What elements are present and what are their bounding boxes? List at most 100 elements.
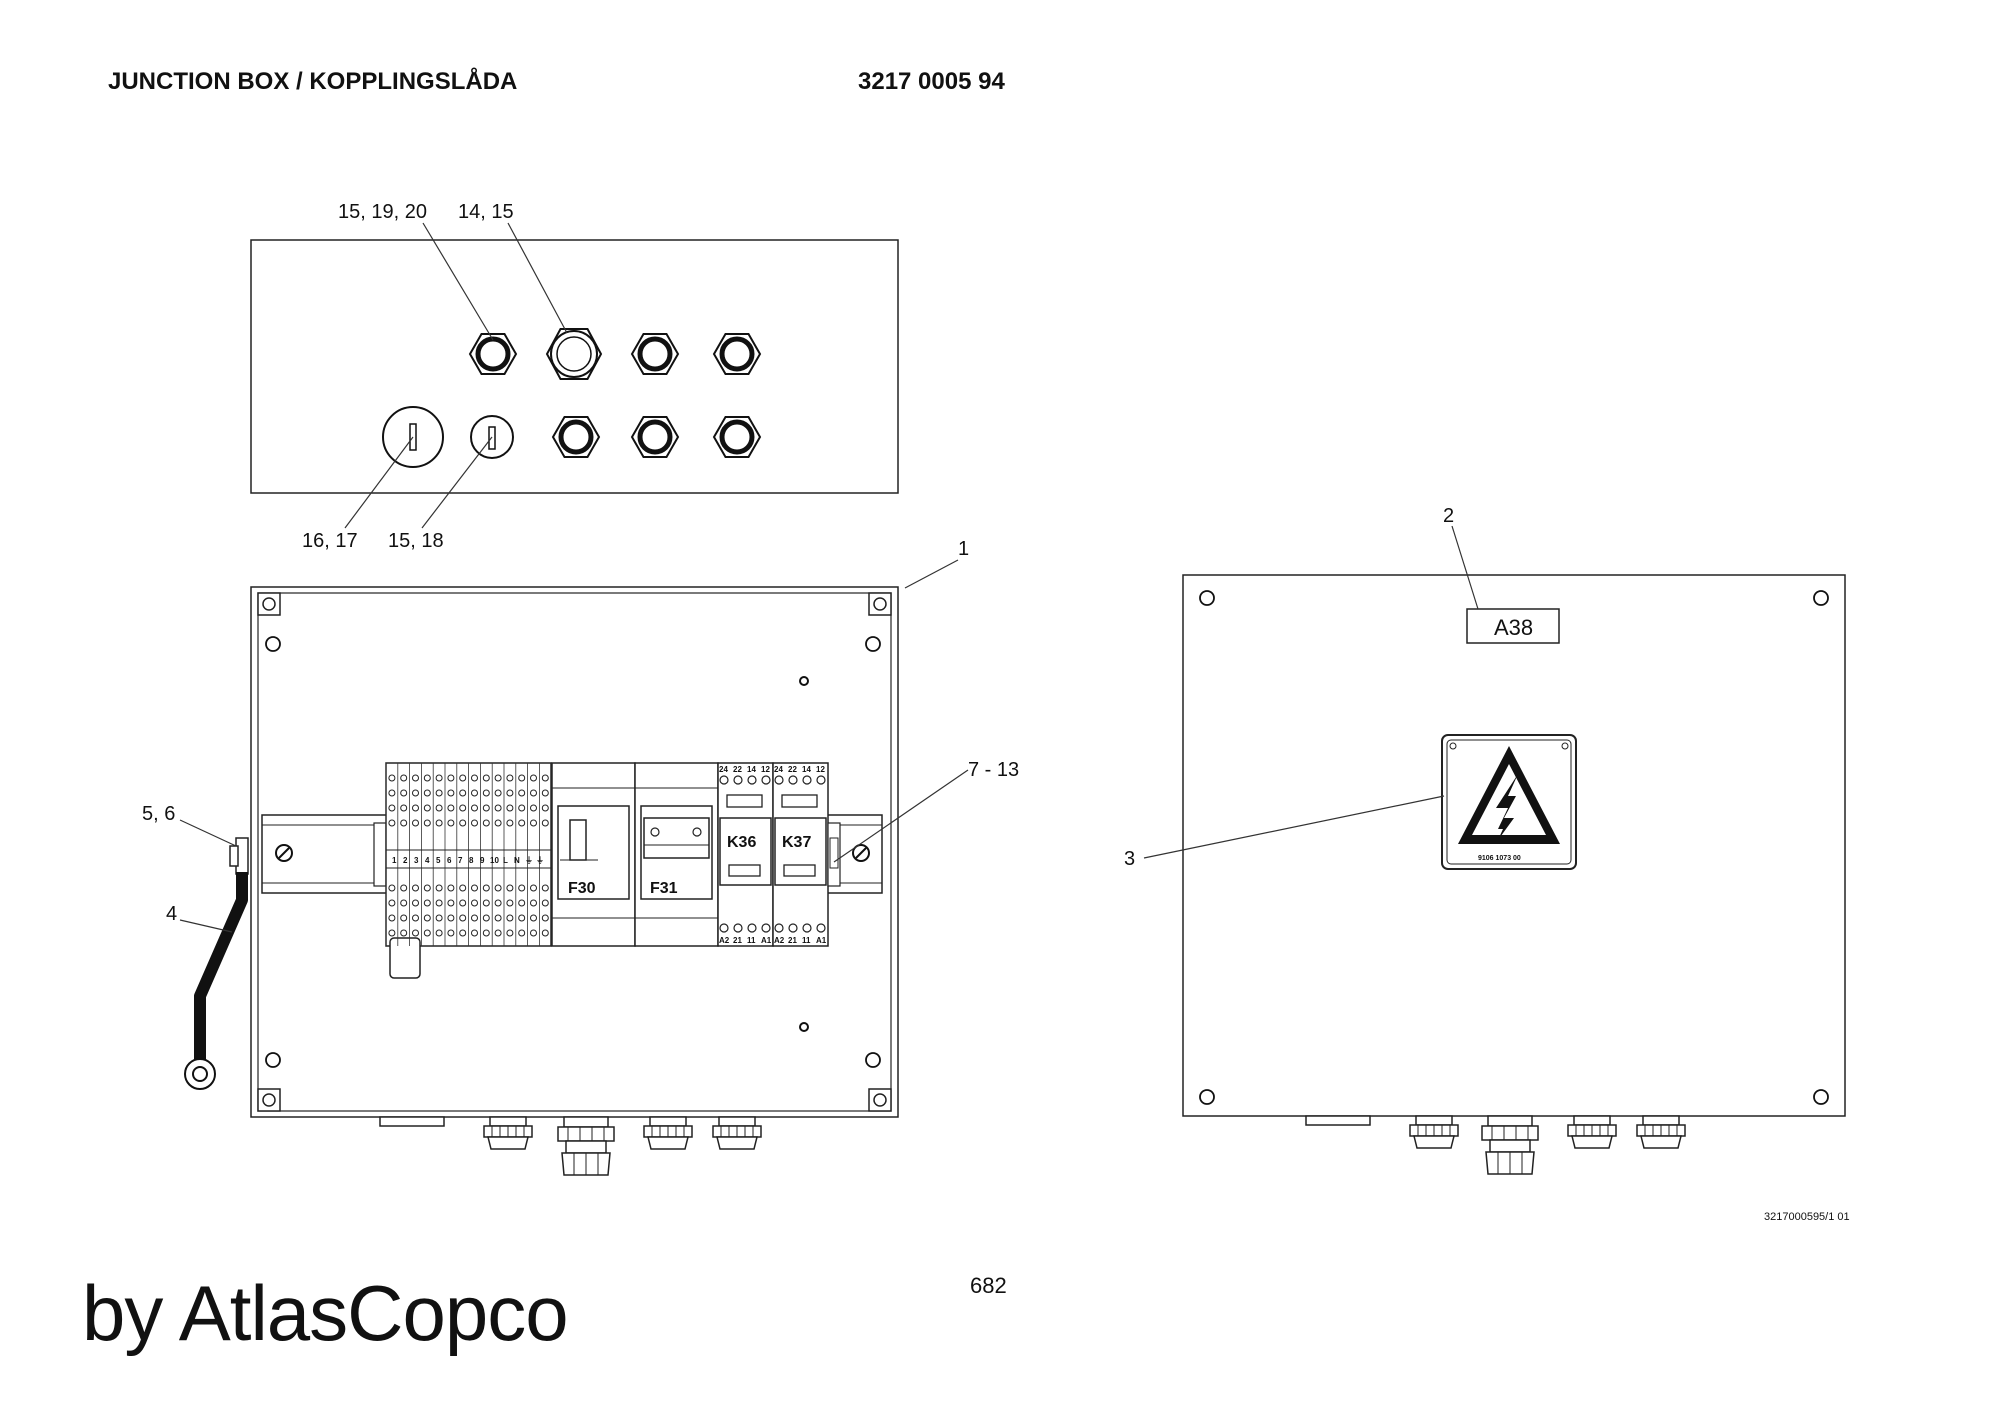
corner-block: [868, 592, 892, 616]
terminal-number: L: [503, 856, 508, 865]
contactor-k37: 24 22 14 12 K37 A2 21 11 A1: [772, 762, 829, 947]
cable-gland-side: [712, 1116, 762, 1150]
callout-16-17: 16, 17: [302, 530, 358, 552]
high-voltage-warning-sign: 9106 1073 00: [1441, 734, 1577, 870]
terminal-screw: [423, 914, 431, 922]
callout-14-15: 14, 15: [458, 201, 514, 223]
terminal-screw: [506, 804, 514, 812]
terminal-screw: [435, 774, 443, 782]
terminal-screw: [518, 819, 526, 827]
terminal-screw: [412, 819, 419, 827]
part-number: 3217 0005 94: [858, 68, 1005, 95]
terminal-screw: [400, 884, 408, 892]
terminal-screw: [518, 929, 526, 937]
terminal-screw: [518, 804, 526, 812]
cable-gland: [714, 417, 760, 457]
terminal-screw: [435, 899, 443, 907]
terminal-screw: [494, 899, 502, 907]
corner-block: [257, 592, 281, 616]
large-cable-gland-side: [557, 1116, 615, 1176]
terminal-screw: [494, 884, 502, 892]
terminal-number: 2: [403, 856, 408, 865]
mounting-hole: [1813, 1089, 1829, 1105]
terminal-number: 10: [490, 856, 499, 865]
terminal-screw: [494, 914, 502, 922]
terminal-screw: [388, 884, 396, 892]
terminal-screw: [459, 884, 467, 892]
contactor-terminal: 14: [747, 765, 756, 774]
terminal-screw: [471, 774, 478, 782]
terminal-screw: [423, 774, 431, 782]
callout-15-19-20: 15, 19, 20: [338, 201, 427, 223]
leader-line: [422, 222, 494, 341]
front-view: 1 2 3 4 5 6 7 8 9 10 L N ⏚ ⏚: [142, 538, 1019, 1176]
terminal-screw: [530, 899, 537, 907]
contactor-terminal: A1: [816, 936, 827, 945]
terminal-screw: [471, 789, 478, 797]
contactor-terminal: 24: [774, 765, 783, 774]
leader-line: [179, 919, 233, 933]
terminal-screw: [400, 804, 408, 812]
terminal-screw: [471, 914, 478, 922]
contactor-terminal: 11: [747, 936, 756, 945]
terminal-screw: [447, 929, 455, 937]
terminal-screw: [482, 884, 490, 892]
terminal-screw: [482, 899, 490, 907]
terminal-number: 1: [392, 856, 397, 865]
terminal-screw: [459, 899, 467, 907]
terminal-screw: [423, 819, 431, 827]
terminal-screw: [412, 914, 419, 922]
terminal-screw: [435, 914, 443, 922]
terminal-screw: [494, 774, 502, 782]
leader-line: [507, 222, 568, 334]
blanking-plug: [379, 1116, 445, 1127]
terminal-screw: [541, 884, 549, 892]
terminal-screw: [494, 819, 502, 827]
back-view: A38 9106 1073 00 2 3 3217000595/1 01: [1124, 505, 1850, 1223]
end-stop-clip: [829, 837, 839, 869]
terminal-screw: [388, 804, 396, 812]
terminal-screw: [506, 819, 514, 827]
terminal-number: ⏚: [525, 856, 533, 865]
small-hole: [799, 676, 809, 686]
terminal-screw: [506, 884, 514, 892]
terminal-screw: [400, 789, 408, 797]
terminal-screw: [482, 804, 490, 812]
terminal-number: 4: [425, 856, 430, 865]
lightning-bolt-icon: [1496, 774, 1518, 840]
terminal-number: 9: [480, 856, 485, 865]
terminal-screw: [435, 819, 443, 827]
terminal-screw: [506, 789, 514, 797]
terminal-screw: [447, 914, 455, 922]
terminal-screw: [400, 899, 408, 907]
terminal-screw: [530, 884, 537, 892]
terminal-screw: [518, 914, 526, 922]
terminal-screw: [423, 899, 431, 907]
circuit-breaker-f30: F30: [551, 762, 636, 947]
terminal-screw: [435, 884, 443, 892]
breaker-label-f30: F30: [568, 880, 596, 897]
callout-5-6: 5, 6: [142, 803, 175, 825]
callout-3: 3: [1124, 848, 1135, 870]
contactor-terminal: 21: [788, 936, 797, 945]
contactor-terminal: 24: [719, 765, 728, 774]
terminal-screw: [447, 774, 455, 782]
terminal-screw: [506, 899, 514, 907]
terminal-number: 3: [414, 856, 419, 865]
warning-sign-code: 9106 1073 00: [1478, 855, 1521, 862]
leader-line: [833, 769, 969, 863]
terminal-screw: [400, 929, 408, 937]
large-cable-gland: [545, 328, 603, 380]
contactor-terminal: 12: [761, 765, 770, 774]
contactor-terminal: 22: [788, 765, 797, 774]
cable-gland: [714, 334, 760, 374]
terminal-screw: [459, 914, 467, 922]
terminal-screw: [423, 804, 431, 812]
callout-15-18: 15, 18: [388, 530, 444, 552]
terminal-screw: [435, 789, 443, 797]
mounting-hole: [865, 636, 881, 652]
terminal-screw: [541, 804, 549, 812]
mounting-hole: [1813, 590, 1829, 606]
corner-block: [257, 1088, 281, 1112]
